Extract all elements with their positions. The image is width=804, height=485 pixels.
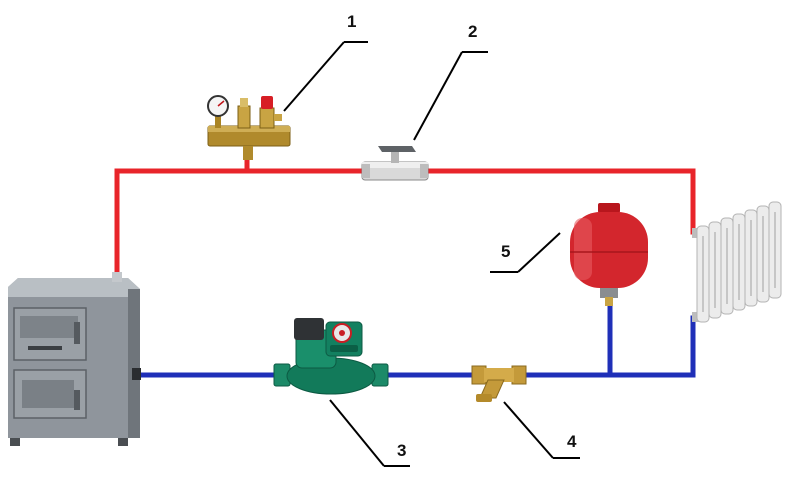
callout-4: 4 bbox=[503, 401, 580, 459]
label-2: 2 bbox=[468, 22, 477, 41]
label-5: 5 bbox=[501, 242, 510, 261]
callout-1: 1 bbox=[283, 12, 368, 112]
ball-valve-icon bbox=[361, 146, 429, 181]
expansion-tank-icon bbox=[570, 203, 648, 306]
safety-group-icon bbox=[207, 95, 291, 160]
label-4: 4 bbox=[567, 432, 577, 451]
callout-2: 2 bbox=[413, 22, 488, 141]
supply-pipe bbox=[114, 157, 696, 283]
label-1: 1 bbox=[347, 12, 356, 31]
circulation-pump-icon bbox=[273, 318, 389, 395]
return-pipe bbox=[137, 301, 696, 378]
solid-fuel-boiler-icon bbox=[8, 272, 141, 446]
radiator-icon bbox=[692, 201, 782, 323]
callout-3: 3 bbox=[329, 399, 410, 467]
y-strainer-icon bbox=[471, 365, 527, 402]
label-3: 3 bbox=[397, 441, 406, 460]
callout-5: 5 bbox=[490, 232, 561, 273]
